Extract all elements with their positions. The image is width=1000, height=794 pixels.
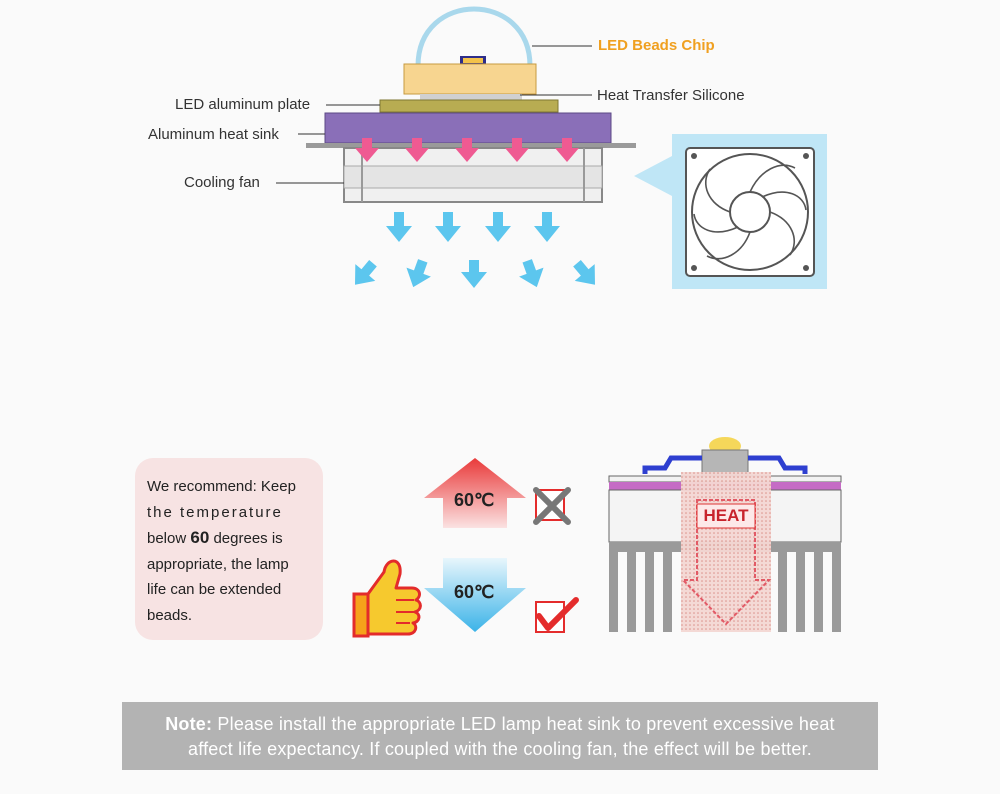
temperature-value: 60 — [190, 528, 210, 547]
heat-sink-cross-section — [608, 437, 842, 632]
temperature-down-arrow — [424, 558, 526, 632]
recommendation-line: We recommend: Keep — [147, 478, 296, 495]
temperature-up-arrow — [424, 458, 526, 528]
temperature-above-label: 60℃ — [454, 490, 495, 510]
heat-transfer-silicone — [420, 94, 522, 100]
label-led-beads-chip: LED Beads Chip — [598, 37, 715, 54]
label-cooling-fan: Cooling fan — [184, 174, 260, 191]
recommendation-line: beads. — [147, 606, 193, 624]
cross-icon — [533, 487, 571, 525]
led-aluminum-plate — [379, 99, 559, 113]
led-body — [701, 449, 749, 477]
note-label: Note: — [165, 714, 213, 734]
temperature-indicators — [352, 458, 579, 638]
heat-label-box — [696, 503, 756, 529]
led-leads — [642, 455, 808, 474]
note-text: Note: Please install the appropriate LED… — [165, 714, 835, 759]
recommendation-text: We recommend: Keep the temperature below… — [147, 474, 313, 628]
airflow-arrows — [355, 212, 595, 288]
heat-label: HEAT — [703, 506, 749, 525]
fan-blades — [693, 164, 807, 260]
recommendation-line: appropriate, the lamp — [147, 555, 289, 573]
recommendation-line: life can be extended — [147, 581, 282, 598]
thumbs-up-icon — [352, 559, 422, 638]
label-led-aluminum-plate: LED aluminum plate — [175, 96, 311, 113]
led-lens-dome — [415, 6, 533, 67]
recommendation-box: We recommend: Keep the temperature below… — [135, 458, 323, 640]
recommendation-line: the temperature — [147, 503, 283, 521]
recommendation-line: below 60 degrees is — [147, 528, 283, 547]
heat-zone — [681, 472, 771, 632]
led-heat-sink-diagram — [276, 6, 827, 289]
led-bead-base — [403, 63, 537, 95]
heat-flow-arrows — [355, 138, 579, 162]
check-icon — [536, 597, 579, 631]
fan-callout-pointer — [634, 156, 672, 196]
heat-arrow — [680, 499, 772, 626]
note-banner: Note: Please install the appropriate LED… — [122, 702, 878, 770]
label-aluminum-heat-sink: Aluminum heat sink — [148, 126, 279, 143]
label-heat-transfer-silicone: Heat Transfer Silicone — [597, 87, 745, 104]
temperature-below-label: 60℃ — [454, 582, 495, 602]
